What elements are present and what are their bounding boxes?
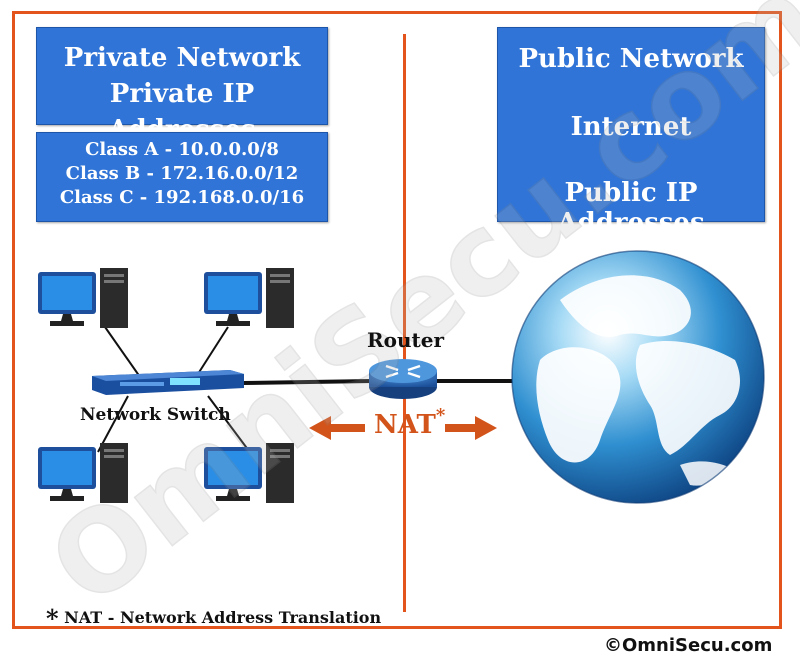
public-network-box: Public Network Internet Public IP Addres…	[497, 27, 765, 238]
globe-icon	[511, 250, 765, 504]
cable-lines	[97, 326, 253, 456]
diagram-frame	[12, 11, 782, 629]
nat-left-arrow	[309, 416, 365, 440]
router-label: Router	[367, 328, 445, 352]
router-icon	[369, 359, 437, 399]
class-a-range: Class A - 10.0.0.0/8	[85, 139, 279, 160]
cable-pc3	[97, 395, 129, 453]
switch-router-link	[242, 379, 373, 385]
private-network-title: Private Network	[63, 43, 301, 73]
switch-label: Network Switch	[80, 405, 231, 425]
nat-label: NAT*	[374, 405, 445, 440]
private-classes-box: Class A - 10.0.0.0/8 Class B - 172.16.0.…	[36, 132, 328, 222]
public-network-title: Public Network	[518, 44, 744, 74]
class-c-range: Class C - 192.168.0.0/16	[59, 187, 305, 208]
cable-pc2	[195, 326, 229, 378]
network-switch-icon	[92, 370, 244, 395]
cable-pc1	[104, 326, 141, 378]
nat-asterisk: *	[435, 405, 446, 426]
computer-icon-1	[38, 268, 128, 328]
copyright-notice: ©OmniSecu.com	[604, 635, 773, 656]
footnote: * NAT - Network Address Translation	[46, 600, 382, 633]
cable-pc4	[207, 395, 253, 456]
computer-icon-2	[204, 268, 294, 328]
internet-title: Internet	[570, 112, 692, 142]
nat-text: NAT	[374, 410, 436, 440]
footnote-asterisk: *	[46, 604, 59, 633]
network-divider	[403, 34, 406, 612]
nat-right-arrow	[445, 416, 497, 440]
public-ip-title: Public IP Addresses	[557, 178, 705, 238]
class-b-range: Class B - 172.16.0.0/12	[65, 163, 299, 184]
computer-icon-3	[38, 443, 128, 503]
footnote-text: NAT - Network Address Translation	[64, 608, 382, 627]
computer-icon-4	[204, 443, 294, 503]
